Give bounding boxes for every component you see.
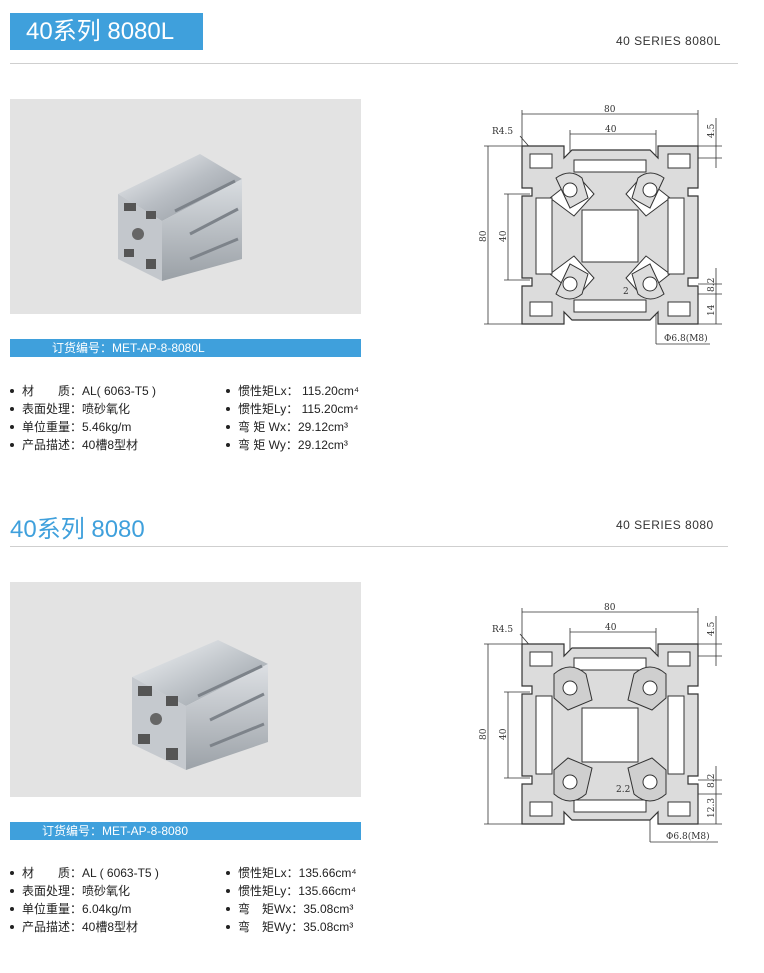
dim-inner-h: 40 [499, 728, 509, 740]
spec-weight: 单位重量：6.04kg/m [10, 900, 159, 918]
dim-radius: R4.5 [492, 625, 513, 635]
section1-technical-drawing: 80 40 R4.5 4.5 80 40 8.2 14 2 Φ6.8(M8) [479, 105, 722, 345]
spec-moment-wx: 弯 矩Wx：35.08cm³ [226, 900, 357, 918]
spec-moment-wy: 弯 矩Wy：35.08cm³ [226, 918, 357, 936]
section2-specs-left: 材 质：AL ( 6063-T5 ) 表面处理：喷砂氧化 单位重量：6.04kg… [10, 864, 159, 936]
section1-specs-right: 惯性矩Lx： 115.20cm⁴ 惯性矩Ly： 115.20cm⁴ 弯 矩 Wx… [226, 382, 359, 454]
dim-top: 4.5 [707, 123, 717, 138]
dim-wall: 2.2 [616, 785, 630, 795]
dim-inner: 40 [605, 125, 617, 135]
section1-series-en: 40 SERIES 8080L [616, 34, 721, 48]
dim-inner: 40 [605, 623, 617, 633]
spec-description: 产品描述：40槽8型材 [10, 918, 159, 936]
section2-divider [10, 546, 728, 547]
dim-height: 80 [479, 728, 489, 740]
spec-inertia-ly: 惯性矩Ly：135.66cm⁴ [226, 882, 357, 900]
dim-width: 80 [604, 105, 616, 115]
spec-material: 材 质：AL ( 6063-T5 ) [10, 864, 159, 882]
section2-product-photo [10, 582, 361, 797]
dim-radius: R4.5 [492, 127, 513, 137]
dim-side2: 14 [707, 304, 717, 316]
profile-photo-8080 [132, 640, 268, 770]
dim-wall: 2 [623, 287, 629, 297]
dim-height: 80 [479, 230, 489, 242]
section2-technical-drawing: 80 40 R4.5 4.5 80 40 8.2 12.3 2.2 Φ6.8(M… [479, 603, 722, 843]
profile-photo-8080l [118, 154, 242, 281]
dim-hole: Φ6.8(M8) [664, 333, 708, 344]
spec-material: 材 质：AL( 6063-T5 ) [10, 382, 156, 400]
dim-side1: 8.2 [707, 774, 717, 788]
spec-moment-wy: 弯 矩 Wy：29.12cm³ [226, 436, 359, 454]
spec-surface: 表面处理：喷砂氧化 [10, 400, 156, 418]
section2-order-bar: 订货编号：MET-AP-8-8080 [10, 822, 361, 840]
section1-product-photo [10, 99, 361, 314]
spec-moment-wx: 弯 矩 Wx：29.12cm³ [226, 418, 359, 436]
dim-side2: 12.3 [707, 798, 717, 818]
dim-hole: Φ6.8(M8) [666, 831, 710, 842]
spec-inertia-ly: 惯性矩Ly： 115.20cm⁴ [226, 400, 359, 418]
section1-specs-left: 材 质：AL( 6063-T5 ) 表面处理：喷砂氧化 单位重量：5.46kg/… [10, 382, 156, 454]
dim-side1: 8.2 [707, 278, 717, 292]
spec-description: 产品描述：40槽8型材 [10, 436, 156, 454]
dim-width: 80 [604, 603, 616, 613]
section2-specs-right: 惯性矩Lx：135.66cm⁴ 惯性矩Ly：135.66cm⁴ 弯 矩Wx：35… [226, 864, 357, 936]
section2-title: 40系列 8080 [10, 516, 145, 543]
section2-series-en: 40 SERIES 8080 [616, 518, 714, 532]
dim-inner-h: 40 [499, 230, 509, 242]
spec-inertia-lx: 惯性矩Lx：135.66cm⁴ [226, 864, 357, 882]
dim-top: 4.5 [707, 621, 717, 636]
spec-surface: 表面处理：喷砂氧化 [10, 882, 159, 900]
section1-order-bar: 订货编号：MET-AP-8-8080L [10, 339, 361, 357]
spec-inertia-lx: 惯性矩Lx： 115.20cm⁴ [226, 382, 359, 400]
section1-divider [10, 63, 738, 64]
section1-title: 40系列 8080L [10, 13, 203, 50]
spec-weight: 单位重量：5.46kg/m [10, 418, 156, 436]
